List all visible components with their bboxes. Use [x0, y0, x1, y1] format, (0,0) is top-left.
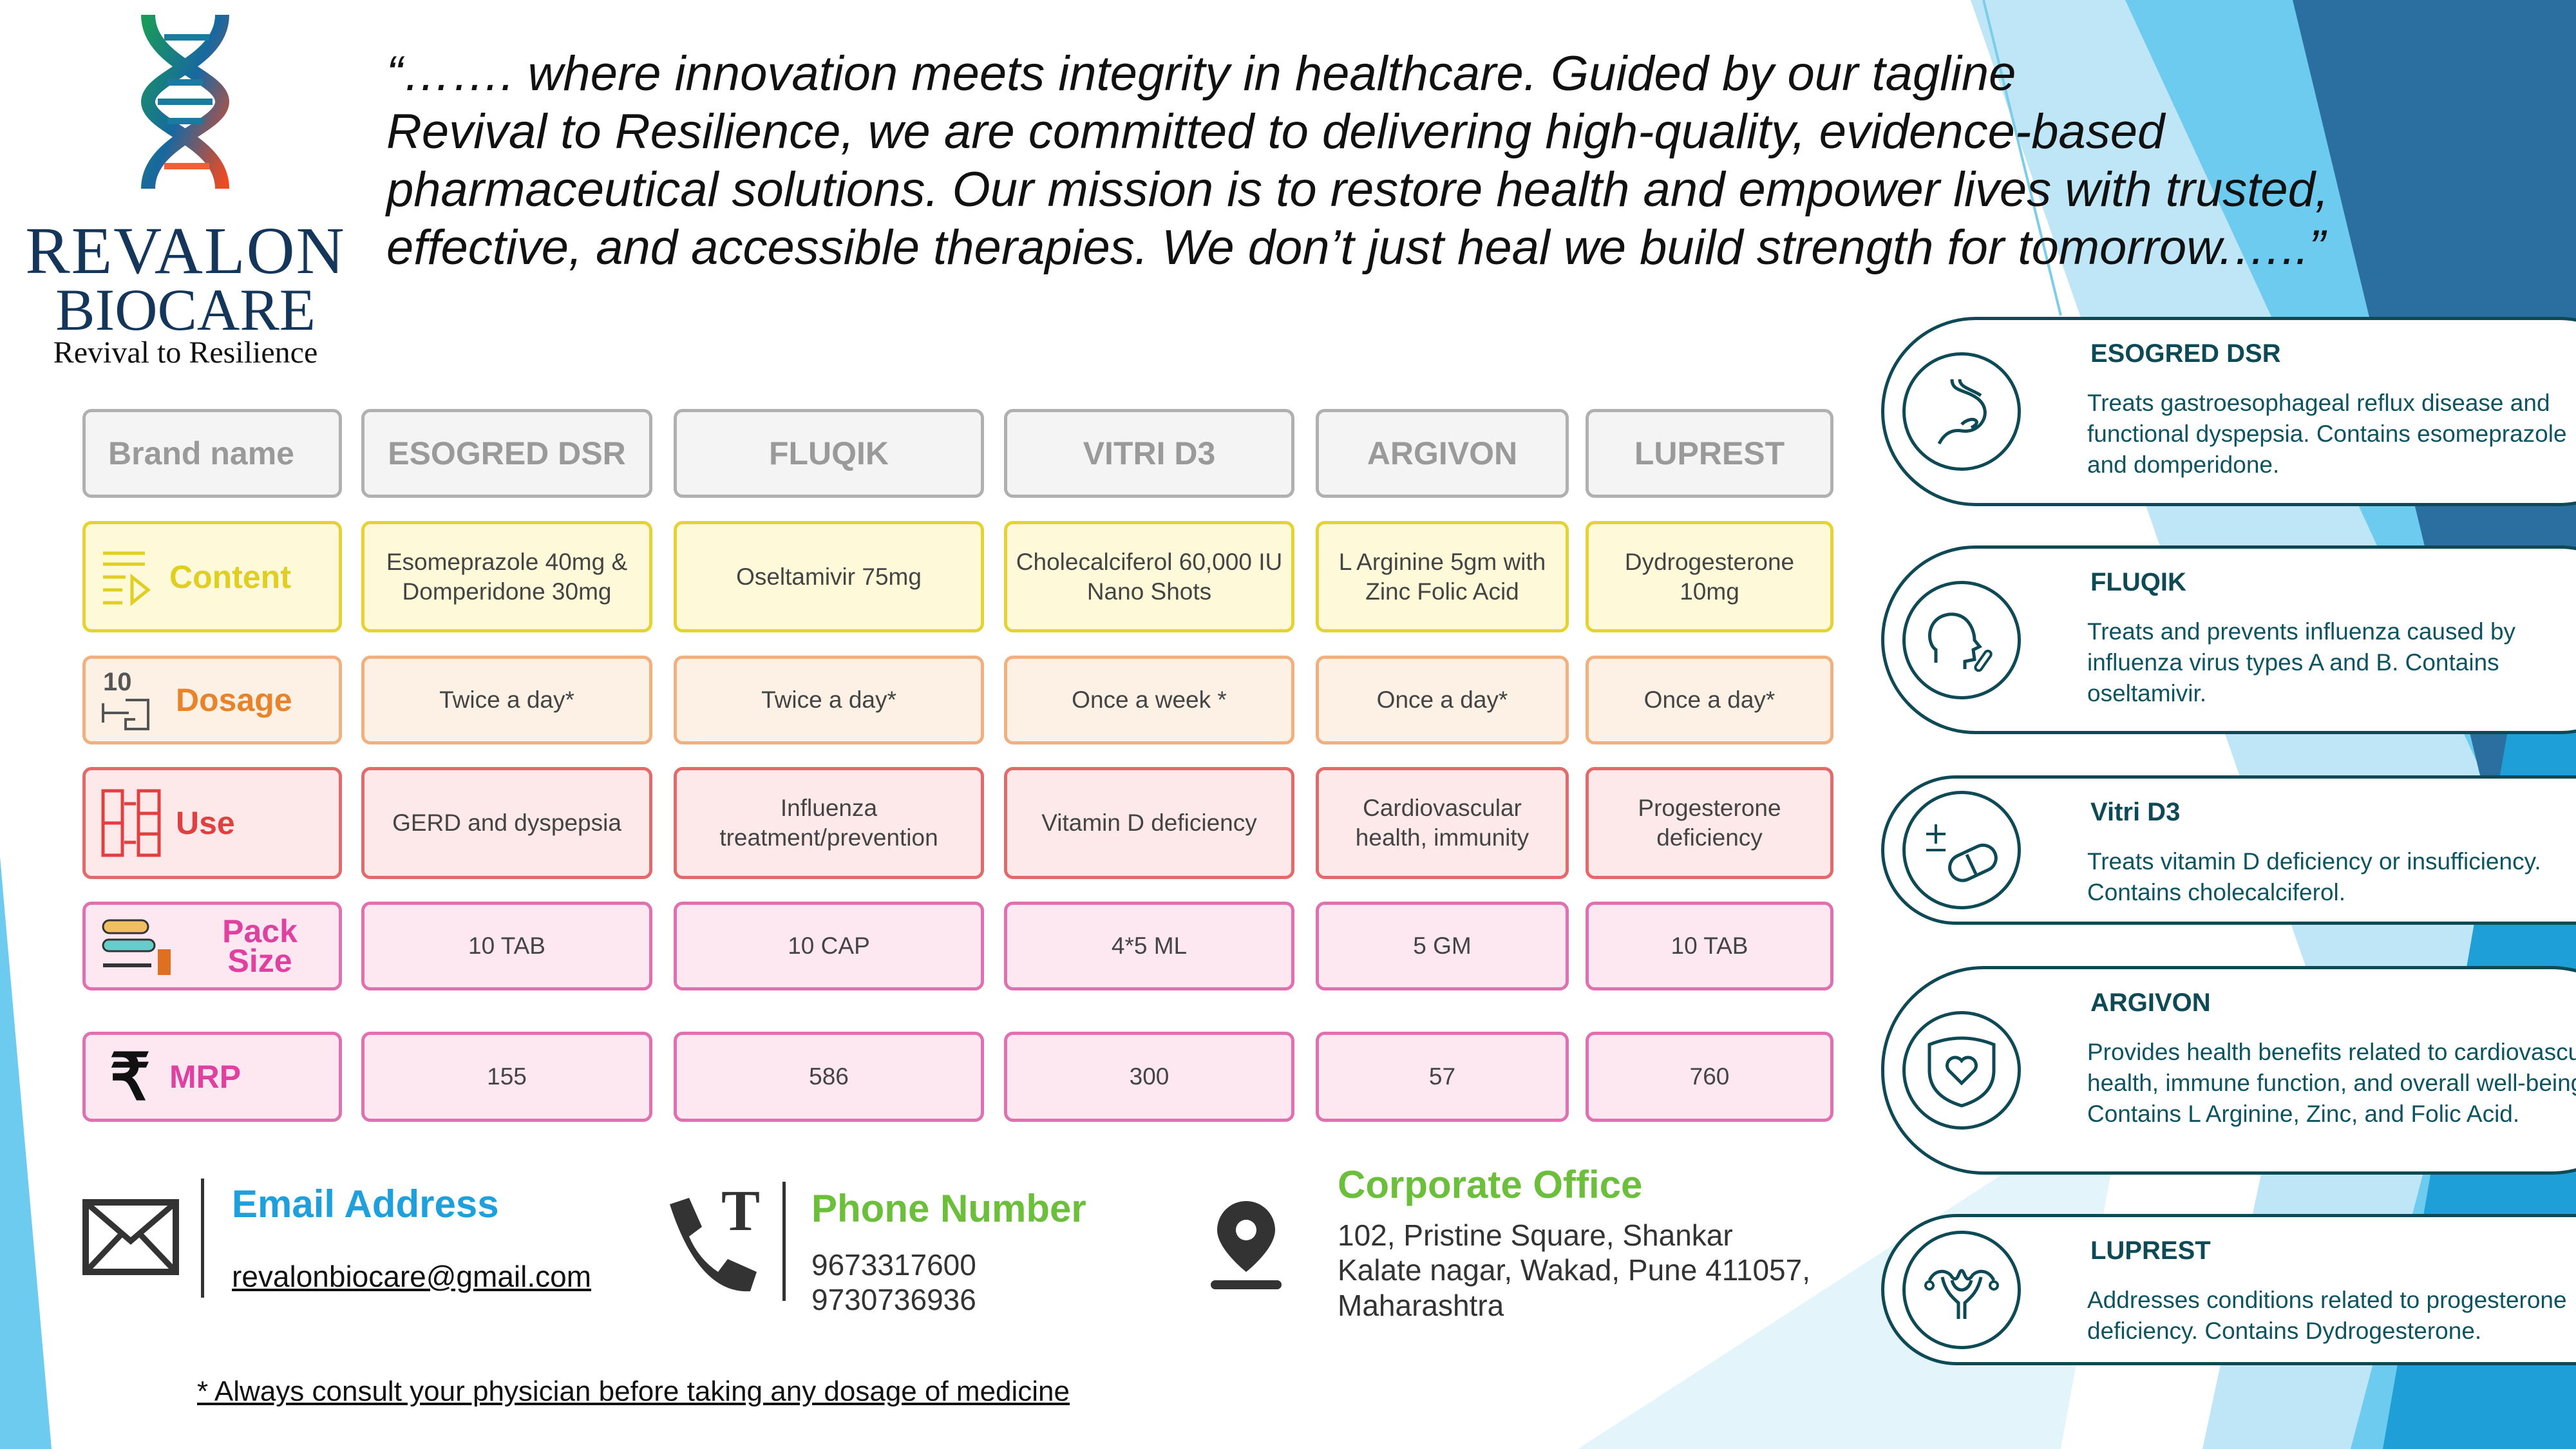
card-description: Addresses conditions related to progeste… [2087, 1287, 2567, 1344]
table-cell: 155 [361, 1032, 652, 1122]
quote-line: “……. where innovation meets integrity in… [386, 46, 2016, 101]
table-cell: 300 [1004, 1032, 1294, 1122]
office-label: Corporate Office [1338, 1163, 1643, 1206]
brand-name-line2: BIOCARE [55, 277, 316, 343]
card-title: FLUQIK [2090, 568, 2186, 596]
location-pin-icon [1211, 1201, 1282, 1289]
quote-line: pharmaceutical solutions. Our mission is… [386, 162, 2329, 217]
row-label-use: Use [82, 767, 342, 879]
table-cell: Cardiovascular health, immunity [1316, 767, 1569, 879]
header-cell: Brand name [82, 409, 342, 498]
phone-icon: T [670, 1185, 760, 1292]
email-label: Email Address [232, 1182, 499, 1226]
mission-quote: “……. where innovation meets integrity in… [386, 45, 2329, 277]
card-title: Vitri D3 [2090, 798, 2181, 826]
card-title: ARGIVON [2090, 989, 2211, 1017]
row-label-text: Pack Size [222, 913, 298, 979]
stomach-icon [1902, 352, 2021, 471]
header-cell: VITRI D3 [1004, 409, 1294, 498]
mail-icon [82, 1199, 179, 1275]
content-list-icon [100, 548, 169, 606]
address-line: 102, Pristine Square, Shankar [1338, 1218, 1733, 1252]
brand-tagline: Revival to Resilience [53, 336, 318, 370]
table-cell: Twice a day* [361, 656, 652, 744]
card-description: Provides health benefits related to card… [2087, 1039, 2576, 1127]
table-cell: Esomeprazole 40mg & Domperidone 30mg [361, 521, 652, 632]
product-card: LUPREST Addresses conditions related to p… [1881, 1214, 2576, 1365]
brand-name: REVALON [25, 214, 346, 288]
card-title: LUPREST [2090, 1236, 2211, 1265]
row-label-text: Dosage [176, 682, 292, 718]
header-cell: ARGIVON [1316, 409, 1569, 498]
table-cell: Twice a day* [674, 656, 984, 744]
row-label-content: Content [82, 521, 342, 632]
table-cell: 57 [1316, 1032, 1569, 1122]
disclaimer: * Always consult your physician before t… [197, 1376, 1070, 1407]
phone-number[interactable]: 9673317600 [811, 1248, 976, 1282]
row-label-text: MRP [169, 1059, 242, 1095]
table-cell: Vitamin D deficiency [1004, 767, 1294, 879]
phone-label: Phone Number [811, 1187, 1086, 1230]
row-label-text: Content [169, 558, 291, 595]
divider [782, 1182, 786, 1301]
address-line: Kalate nagar, Wakad, Pune 411057, [1338, 1253, 1810, 1287]
table-cell: Once a day* [1316, 656, 1569, 744]
card-description: Treats and prevents influenza caused by … [2087, 618, 2516, 706]
card-title: ESOGRED DSR [2090, 339, 2281, 368]
rupee-icon: ₹ [100, 1045, 169, 1109]
quote-line: effective, and accessible therapies. We … [386, 220, 2325, 275]
table-cell: 10 TAB [361, 902, 652, 990]
product-card: Vitri D3 Treats vitamin D deficiency or i… [1881, 775, 2576, 925]
table-cell: 10 CAP [674, 902, 984, 990]
table-cell: Progesterone deficiency [1586, 767, 1833, 879]
divider [201, 1179, 204, 1298]
uterus-icon [1902, 1230, 2021, 1349]
quote-line: Revival to Resilience, we are committed … [386, 104, 2165, 159]
row-label-pack-size: Pack Size [82, 902, 342, 990]
table-cell: 5 GM [1316, 902, 1569, 990]
row-label-mrp: ₹ MRP [82, 1032, 342, 1122]
card-description: Treats vitamin D deficiency or insuffici… [2087, 848, 2541, 905]
row-label-text: Use [176, 805, 235, 841]
product-card: ARGIVON Provides health benefits related … [1881, 966, 2576, 1175]
product-card: FLUQIK Treats and prevents influenza caus… [1881, 545, 2576, 734]
header-cell: FLUQIK [674, 409, 984, 498]
table-cell: Once a week * [1004, 656, 1294, 744]
dna-logo-icon [140, 14, 230, 189]
table-cell: Dydrogesterone 10mg [1586, 521, 1833, 632]
svg-text:T: T [721, 1185, 760, 1243]
table-cell: L Arginine 5gm with Zinc Folic Acid [1316, 521, 1569, 632]
svg-text:10: 10 [103, 668, 132, 696]
table-cell: 760 [1586, 1032, 1833, 1122]
table-cell: Cholecalciferol 60,000 IU Nano Shots [1004, 521, 1294, 632]
svg-text:₹: ₹ [109, 1045, 151, 1109]
address-line: Maharashtra [1338, 1289, 1504, 1322]
shield-heart-icon [1902, 1011, 2021, 1130]
email-link[interactable]: revalonbiocare@gmail.com [232, 1260, 592, 1293]
card-description: Treats gastroesophageal reflux disease a… [2087, 390, 2567, 478]
medicine-pack-icon [100, 914, 189, 978]
header-cell: ESOGRED DSR [361, 409, 652, 498]
table-cell: GERD and dyspepsia [361, 767, 652, 879]
pill-icon [1902, 791, 2021, 909]
product-card: ESOGRED DSR Treats gastroesophageal reflu… [1881, 317, 2576, 506]
table-cell: Oseltamivir 75mg [674, 521, 984, 632]
header-cell: LUPREST [1586, 409, 1833, 498]
table-cell: 10 TAB [1586, 902, 1833, 990]
table-cell: 586 [674, 1032, 984, 1122]
phone-number[interactable]: 9730736936 [811, 1283, 976, 1316]
head-spray-icon [1902, 580, 2021, 699]
table-cell: Influenza treatment/prevention [674, 767, 984, 879]
table-cell: Once a day* [1586, 656, 1833, 744]
use-flow-icon [100, 788, 176, 858]
table-cell: 4*5 ML [1004, 902, 1294, 990]
dosage-icon: 10 [100, 665, 176, 735]
